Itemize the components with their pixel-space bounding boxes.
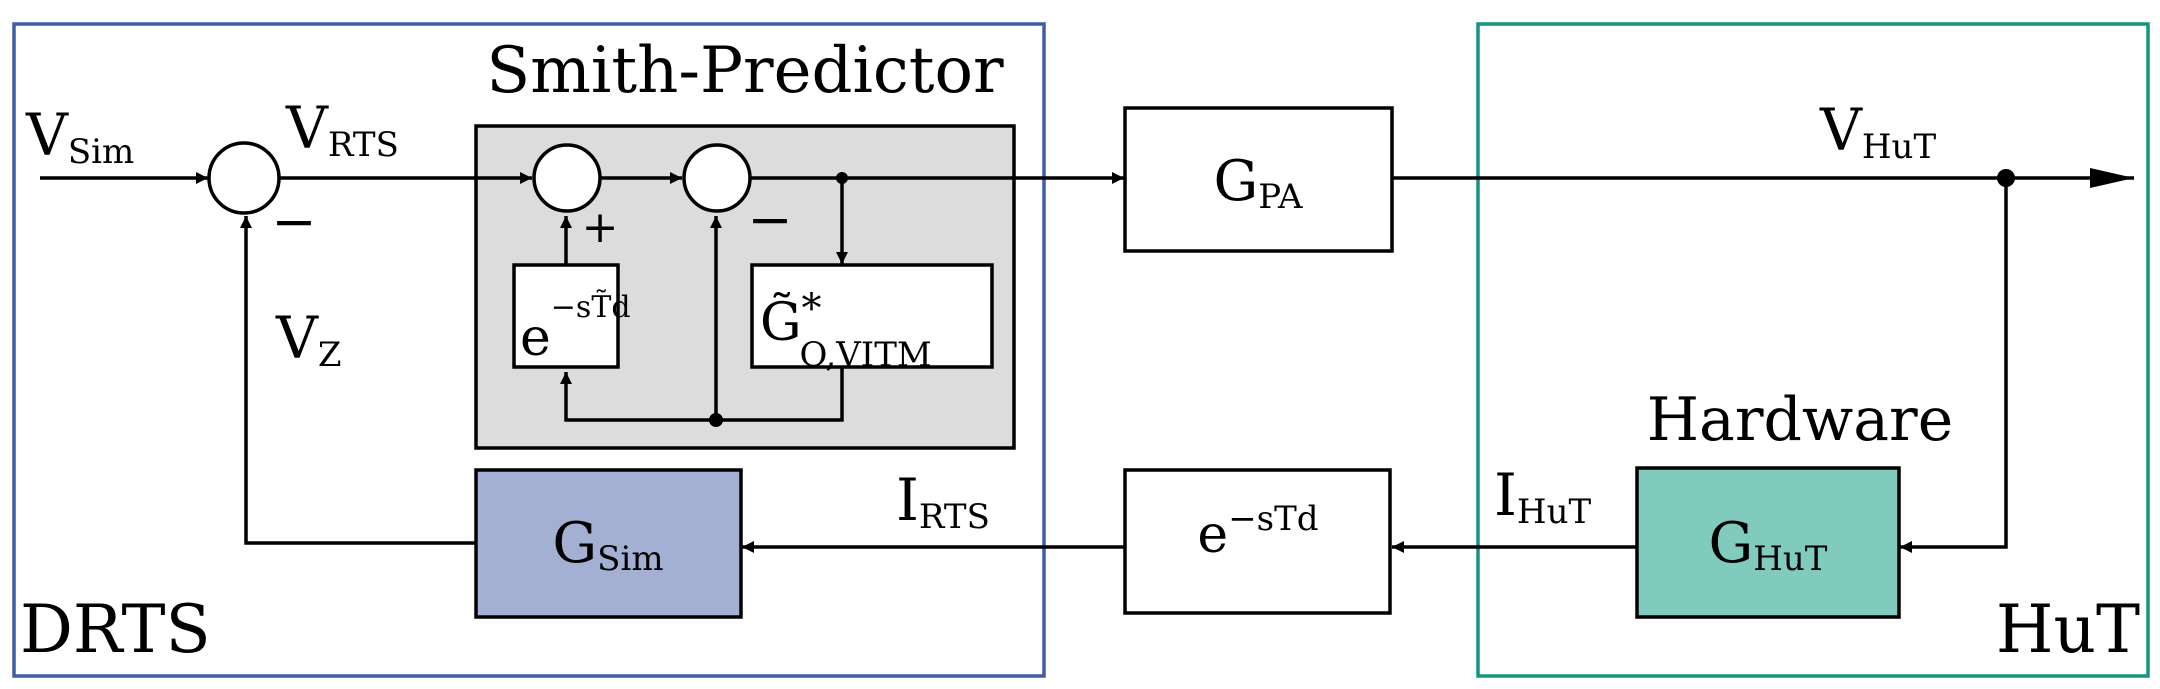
signal-i-rts: IRTS (896, 466, 990, 537)
hardware-title: Hardware (1647, 385, 1954, 455)
branch-point-bottom (709, 413, 723, 427)
hut-label: HuT (1996, 591, 2140, 668)
signal-i-hut: IHuT (1494, 461, 1591, 532)
model-label: G̃*O,VITM (760, 286, 932, 375)
plus-sign: + (582, 202, 619, 253)
signal-v-rts: VRTS (285, 94, 399, 165)
delay-estimate-block (512, 263, 620, 369)
summing-junction-3 (682, 143, 752, 213)
drts-frame (12, 22, 1046, 678)
delay-block (1123, 468, 1392, 615)
minus-sign-1: − (271, 190, 316, 253)
smith-predictor-title: Smith-Predictor (486, 34, 1004, 108)
model-block (750, 263, 994, 369)
wire-vz (240, 216, 476, 545)
wire-model-out (560, 368, 844, 422)
delay-label: e−sTd (1197, 499, 1318, 565)
signal-v-sim: VSim (25, 101, 134, 172)
signal-v-z: VZ (275, 304, 342, 375)
summing-junction-1 (207, 141, 281, 215)
summing-junction-2 (532, 143, 602, 213)
g-hut-block (1635, 466, 1901, 619)
drts-label: DRTS (20, 591, 211, 668)
g-sim-block (474, 468, 743, 619)
wire-vhut-feedback (1900, 181, 2008, 553)
g-sim-label: GSim (552, 511, 663, 579)
minus-sign-2: − (747, 188, 792, 251)
g-hut-label: GHuT (1709, 511, 1828, 579)
g-pa-label: GPA (1213, 149, 1302, 217)
hut-frame (1476, 22, 2150, 678)
signal-v-hut: VHuT (1819, 96, 1936, 167)
g-pa-block (1123, 106, 1394, 253)
branch-point-model (836, 172, 848, 184)
branch-point-vhut (1997, 169, 2015, 187)
delay-estimate-label: e−sT̃d (520, 290, 631, 368)
